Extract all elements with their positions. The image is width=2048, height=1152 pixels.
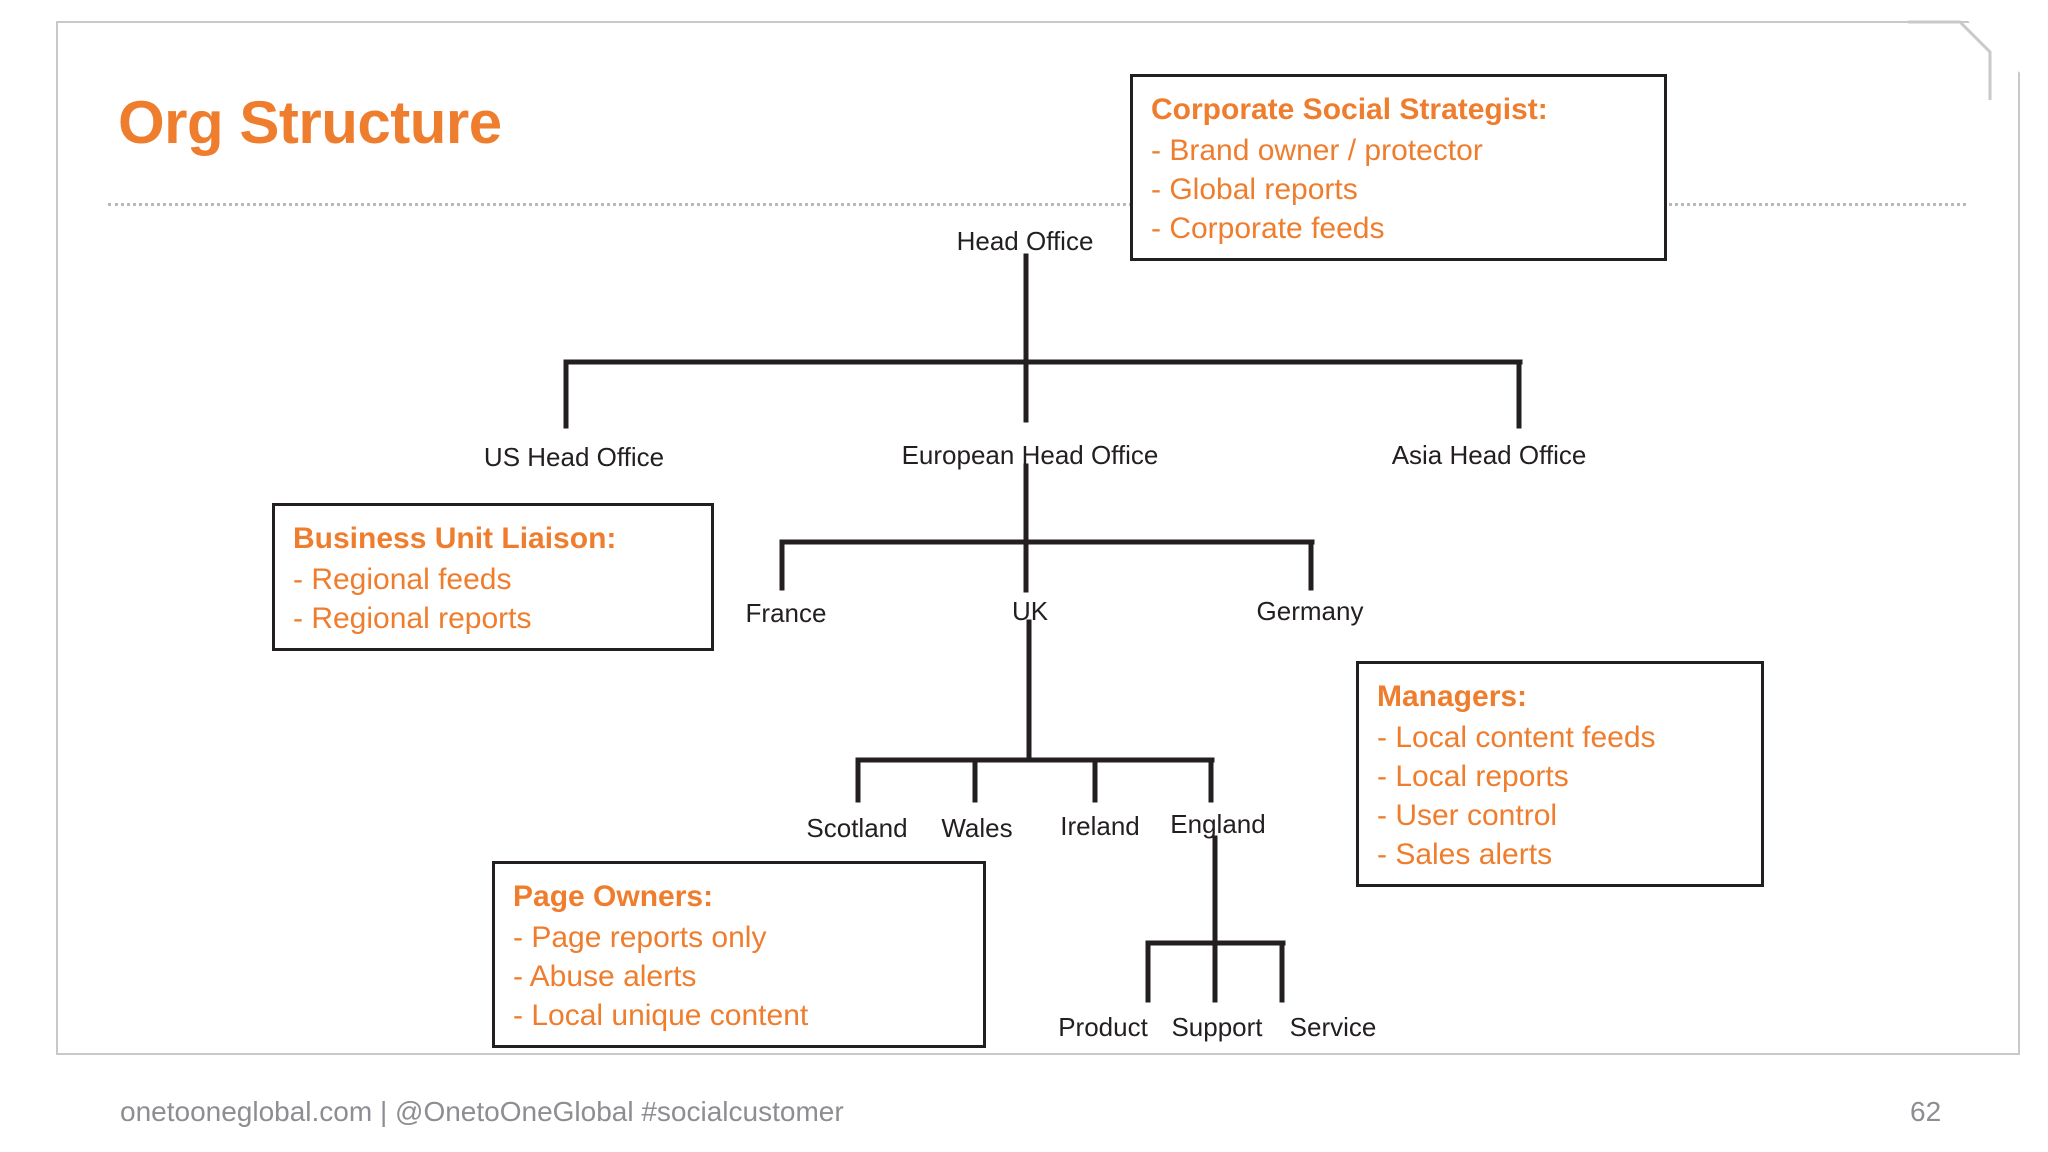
node-france: France [745, 598, 827, 628]
callout-line: - Page reports only [513, 921, 767, 955]
callout-line: - User control [1377, 799, 1558, 833]
callout-line: - Brand owner / protector [1151, 134, 1483, 168]
node-service: Service [1289, 1012, 1377, 1042]
callout-line: - Corporate feeds [1151, 212, 1385, 246]
page-number: 62 [1910, 1096, 1942, 1127]
node-head-office: Head Office [956, 226, 1094, 256]
callout-line: - Sales alerts [1377, 838, 1553, 872]
node-european-head-office: European Head Office [901, 440, 1159, 470]
callout-line: - Regional feeds [293, 563, 512, 597]
callout-page-owners: Page Owners: - Page reports only - Abuse… [492, 861, 986, 1049]
callout-line: - Abuse alerts [513, 960, 697, 994]
callout-heading: Corporate Social Strategist: [1151, 93, 1548, 126]
node-us-head-office: US Head Office [483, 442, 665, 472]
callout-heading: Business Unit Liaison: [293, 522, 617, 555]
node-product: Product [1058, 1012, 1148, 1042]
callout-line: - Local reports [1377, 760, 1569, 794]
title-divider [108, 203, 1966, 206]
callout-line: - Local unique content [513, 999, 809, 1033]
callout-line: - Global reports [1151, 173, 1358, 207]
callout-heading: Page Owners: [513, 880, 714, 913]
callout-line: - Regional reports [293, 602, 532, 636]
node-germany: Germany [1256, 596, 1364, 626]
node-ireland: Ireland [1060, 811, 1140, 841]
page-title: Org Structure [118, 89, 502, 156]
node-support: Support [1171, 1012, 1263, 1042]
callout-heading: Managers: [1377, 680, 1528, 713]
node-scotland: Scotland [806, 813, 908, 843]
node-wales: Wales [941, 813, 1013, 843]
node-asia-head-office: Asia Head Office [1391, 440, 1587, 470]
callout-line: - Local content feeds [1377, 721, 1656, 755]
callout-corporate-social-strategist: Corporate Social Strategist: - Brand own… [1130, 74, 1667, 262]
node-england: England [1170, 809, 1266, 839]
node-uk: UK [1011, 596, 1049, 626]
footer-credit: onetooneglobal.com | @OnetoOneGlobal #so… [120, 1096, 844, 1127]
callout-managers: Managers: - Local content feeds - Local … [1356, 661, 1764, 888]
callout-business-unit-liaison: Business Unit Liaison: - Regional feeds … [272, 503, 714, 652]
